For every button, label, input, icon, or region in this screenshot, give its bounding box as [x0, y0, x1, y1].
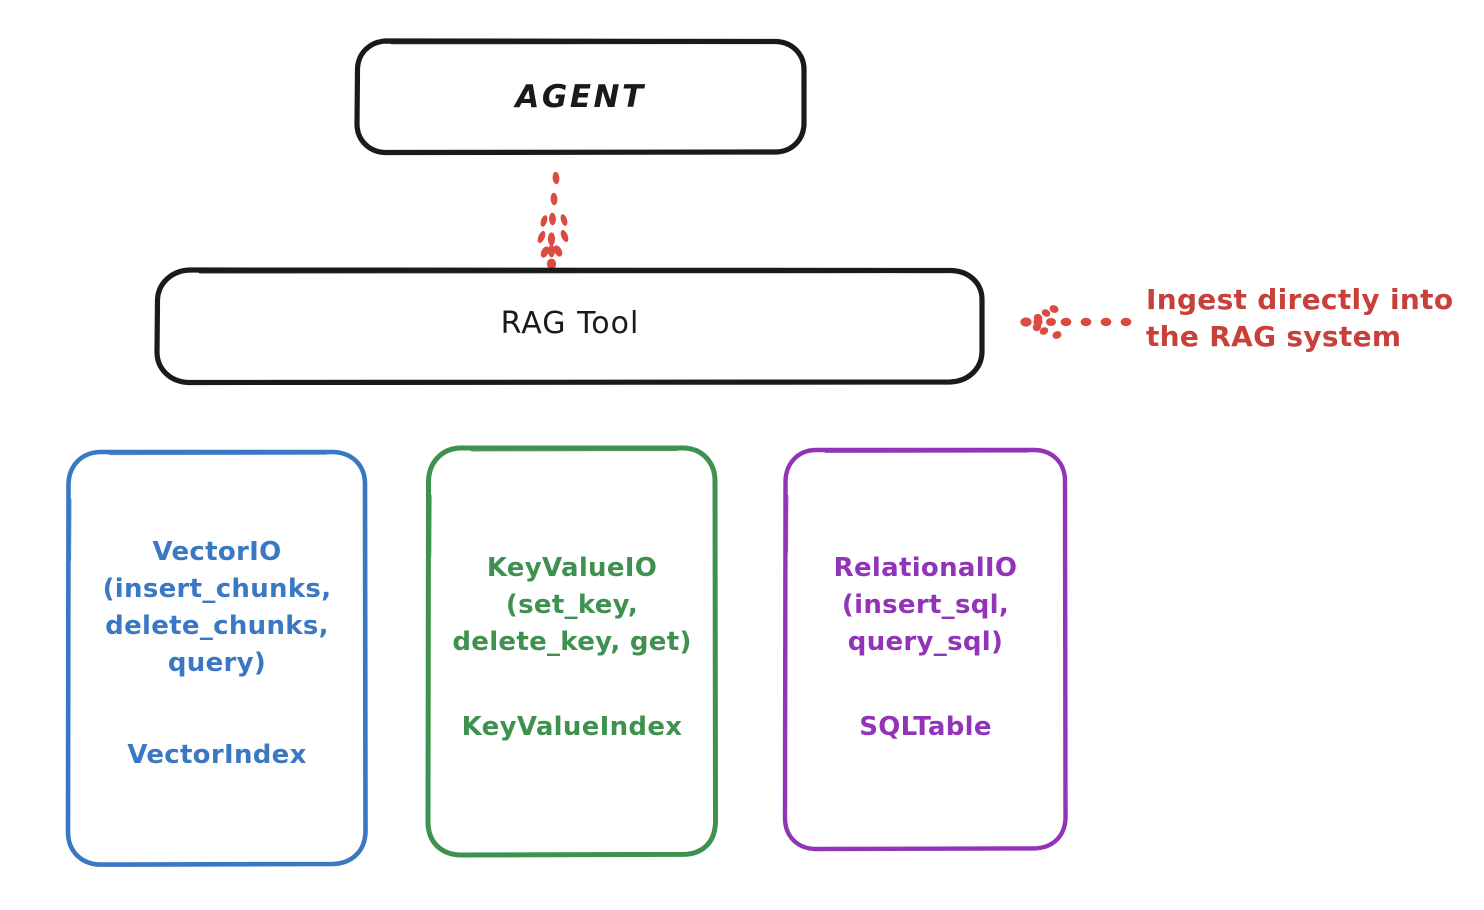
rag-tool-box-sketch-overstroke — [198, 269, 984, 350]
rag-tool-node[interactable] — [154, 267, 985, 386]
vector-io-box-sketch-overstroke — [68, 451, 328, 562]
rag-tool-label: RAG Tool — [500, 306, 640, 341]
vector-io-node[interactable] — [65, 449, 368, 867]
agent-label: AGENT — [515, 79, 646, 115]
relational-io-table-label: SQLTable — [859, 712, 992, 742]
key-value-io-node[interactable] — [425, 445, 718, 858]
agent-box-outline — [354, 38, 807, 156]
vector-io-box-outline — [65, 449, 368, 867]
agent-box-sketch-overstroke — [390, 40, 806, 122]
key-value-io-index-label: KeyValueIndex — [461, 712, 683, 742]
key-value-io-methods-label: KeyValueIO (set_key, delete_key, get) — [452, 553, 692, 657]
relational-io-box-outline — [782, 447, 1068, 852]
key-value-io-box-outline — [425, 445, 718, 858]
ingest-annotation-label: Ingest directly into the RAG system — [1146, 283, 1454, 353]
relational-io-box-sketch-overstroke — [785, 449, 1030, 554]
relational-io-methods-label: RelationalIO (insert_sql, query_sql) — [833, 553, 1018, 657]
vector-io-index-label: VectorIndex — [127, 740, 307, 770]
agent-to-ragtool-arrow — [537, 171, 569, 270]
agent-node[interactable] — [354, 38, 807, 156]
vector-io-methods-label: VectorIO (insert_chunks, delete_chunks, … — [102, 537, 332, 678]
rag-tool-box-outline — [154, 267, 985, 386]
key-value-io-box-sketch-overstroke — [427, 447, 678, 558]
annotation-arrow — [1020, 305, 1132, 339]
relational-io-node[interactable] — [782, 447, 1068, 852]
